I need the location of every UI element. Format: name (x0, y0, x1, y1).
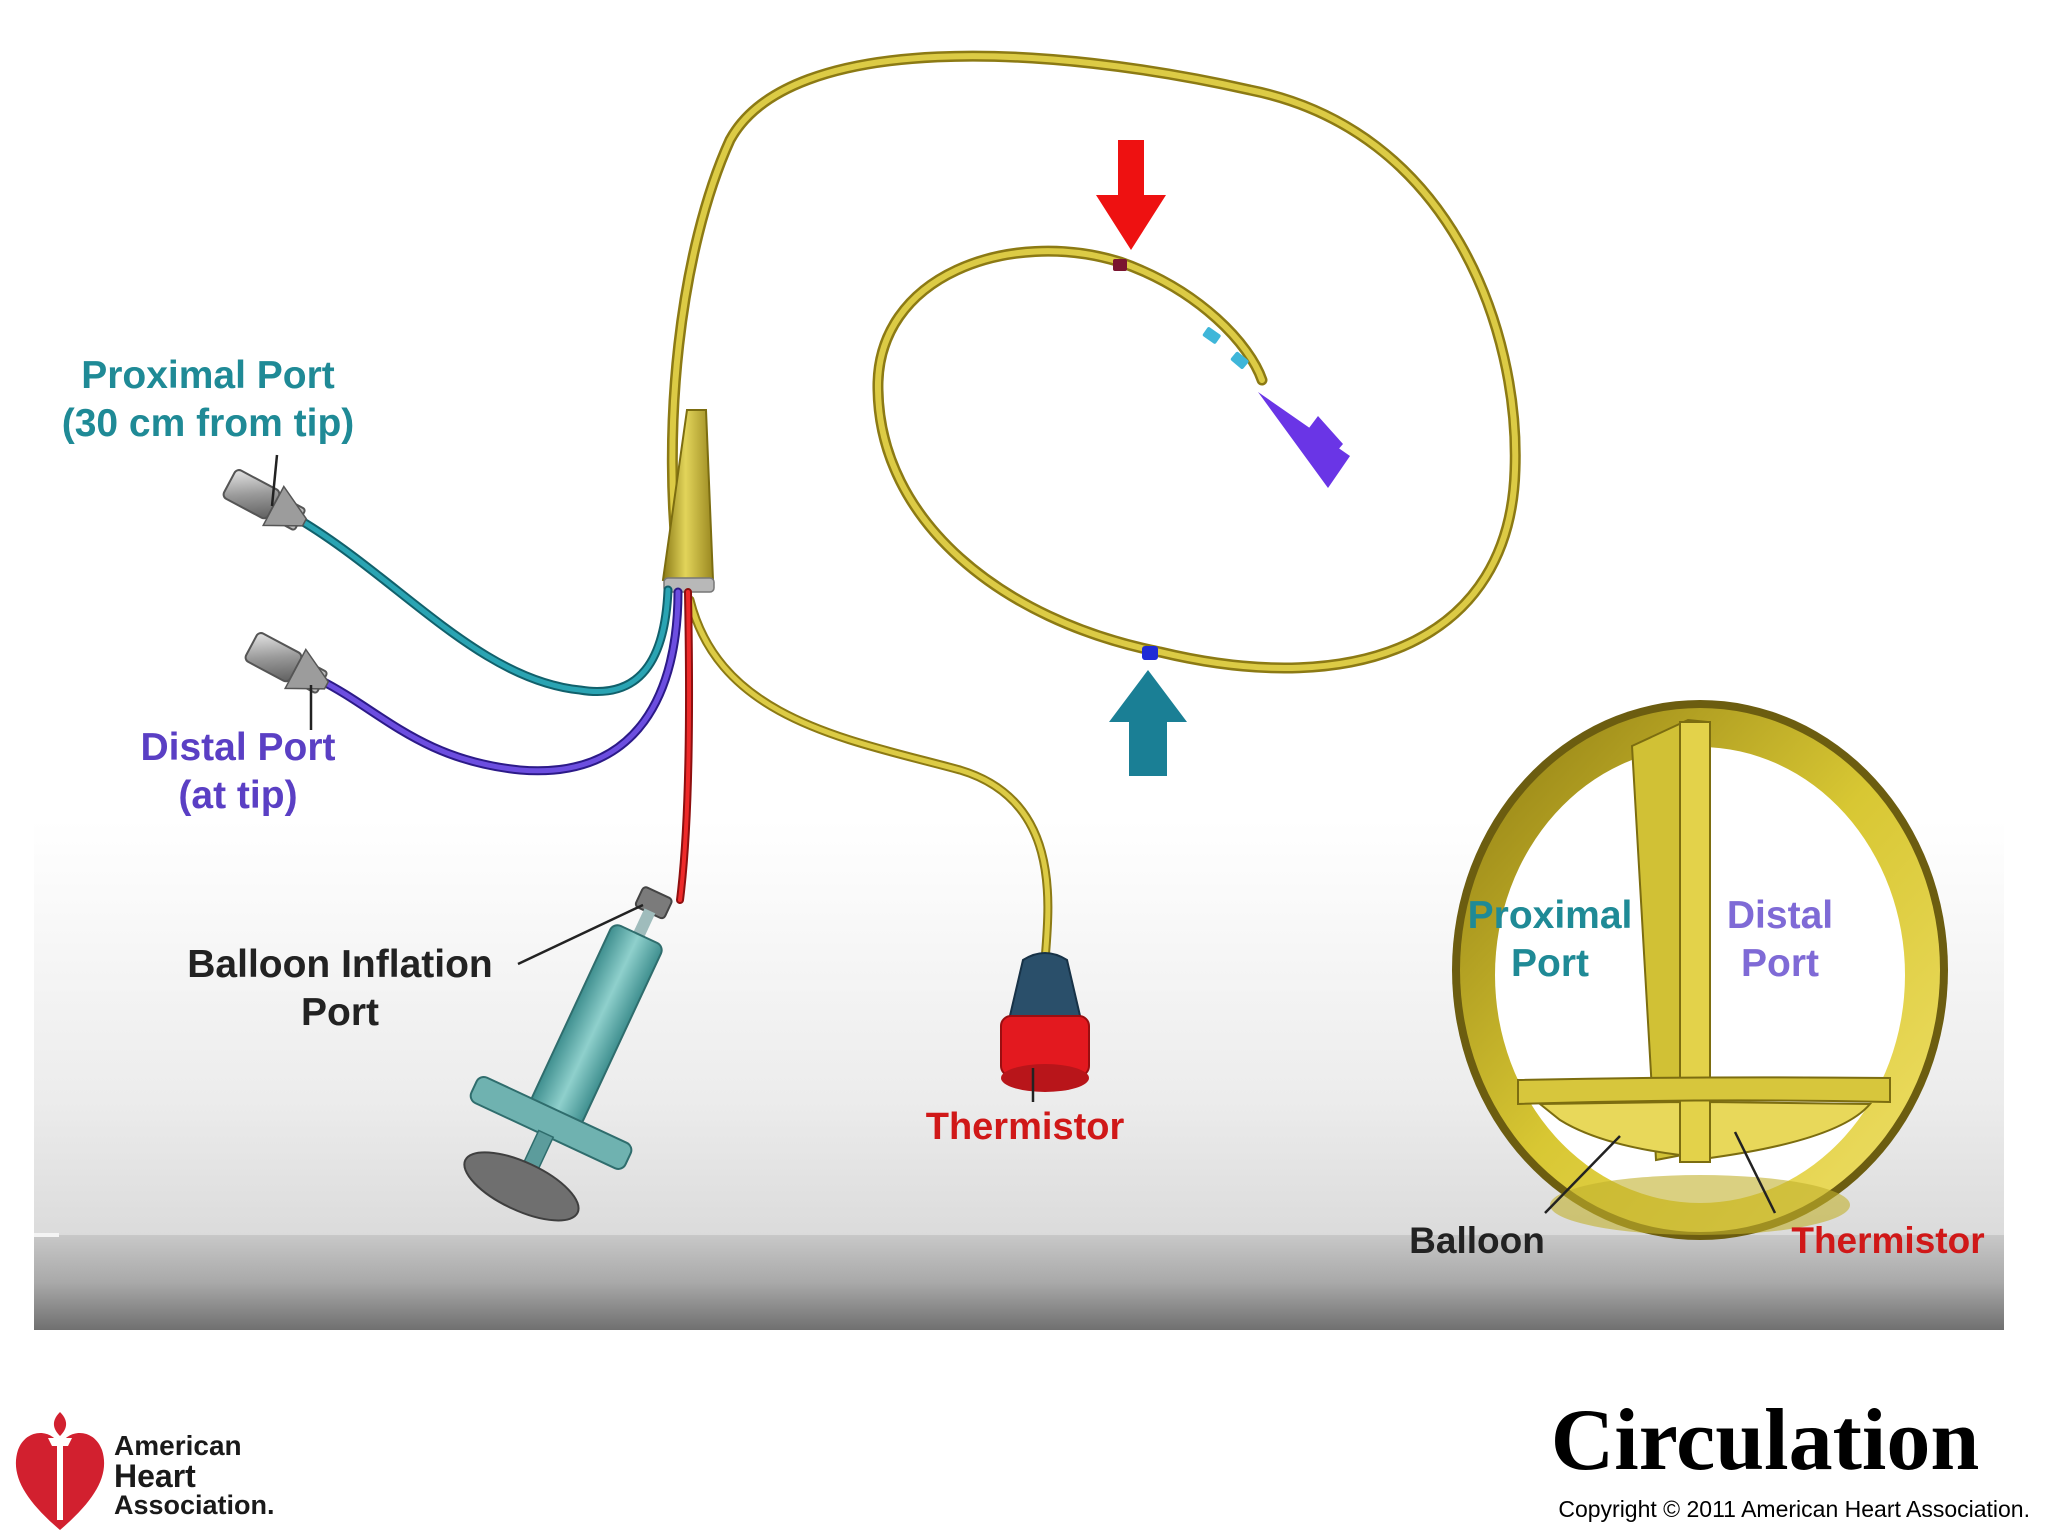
blue-arrow-icon (1109, 670, 1187, 776)
proximal-port-marker (1142, 646, 1158, 660)
cross-section-balloon-label: Balloon (1392, 1218, 1562, 1263)
proximal-port-label-line2: (30 cm from tip) (61, 401, 355, 445)
distal-port-label-line2: (at tip) (178, 773, 298, 817)
balloon-inflation-port-label-line2: Port (301, 990, 379, 1034)
balloon-band-2 (1230, 351, 1249, 369)
cross-section-diagram (1452, 700, 1948, 1240)
cross-section-distal-line2: Port (1741, 941, 1819, 985)
cross-section-proximal-line1: Proximal (1467, 894, 1633, 937)
balloon-inflation-port-label: Balloon Inflation Port (170, 941, 510, 1036)
aha-wordmark: American Heart Association. (114, 1432, 275, 1519)
proximal-port-label: Proximal Port (30 cm from tip) (38, 352, 378, 447)
cross-section-proximal-line2: Port (1511, 941, 1589, 985)
thermistor-connector-icon (1000, 952, 1090, 1092)
journal-title: Circulation (1550, 1392, 1980, 1489)
luer-connector-icon (222, 469, 308, 531)
cross-section-thermistor-text: Thermistor (1791, 1220, 1985, 1261)
floor-edge (34, 1235, 2004, 1330)
thermistor-label: Thermistor (905, 1104, 1145, 1150)
balloon-inflation-port-label-line1: Balloon Inflation (187, 943, 493, 986)
catheter-body (666, 50, 1521, 965)
balloon-lumen (676, 588, 694, 904)
floor-edge-highlight (34, 1233, 59, 1237)
cross-section-distal-label: Distal Port (1690, 892, 1870, 987)
balloon-band-1 (1202, 327, 1221, 344)
red-arrow-icon (1096, 140, 1166, 250)
heart-torch-logo-icon (15, 1412, 105, 1530)
aha-wordmark-line3: Association. (114, 1490, 275, 1520)
thermistor-label-text: Thermistor (925, 1106, 1125, 1148)
distal-port-label: Distal Port (at tip) (118, 724, 358, 819)
aha-wordmark-line2: Heart (114, 1458, 196, 1494)
cross-section-balloon-text: Balloon (1409, 1220, 1545, 1261)
proximal-lumen (295, 515, 673, 696)
aha-wordmark-line1: American (114, 1430, 242, 1461)
cross-section-thermistor-label: Thermistor (1768, 1218, 2008, 1263)
copyright-notice: Copyright © 2011 American Heart Associat… (1558, 1496, 2030, 1522)
syringe-icon (463, 886, 673, 1222)
distal-lumen (315, 587, 683, 776)
cross-section-distal-line1: Distal (1726, 894, 1834, 937)
luer-connector-icon (244, 632, 330, 694)
proximal-port-label-line1: Proximal Port (81, 354, 335, 397)
leader-lines (270, 454, 1777, 1214)
cross-section-proximal-label: Proximal Port (1450, 892, 1650, 987)
thermistor-marker (1113, 259, 1127, 271)
distal-port-label-line1: Distal Port (140, 726, 336, 769)
purple-arrow-icon (1258, 392, 1350, 488)
